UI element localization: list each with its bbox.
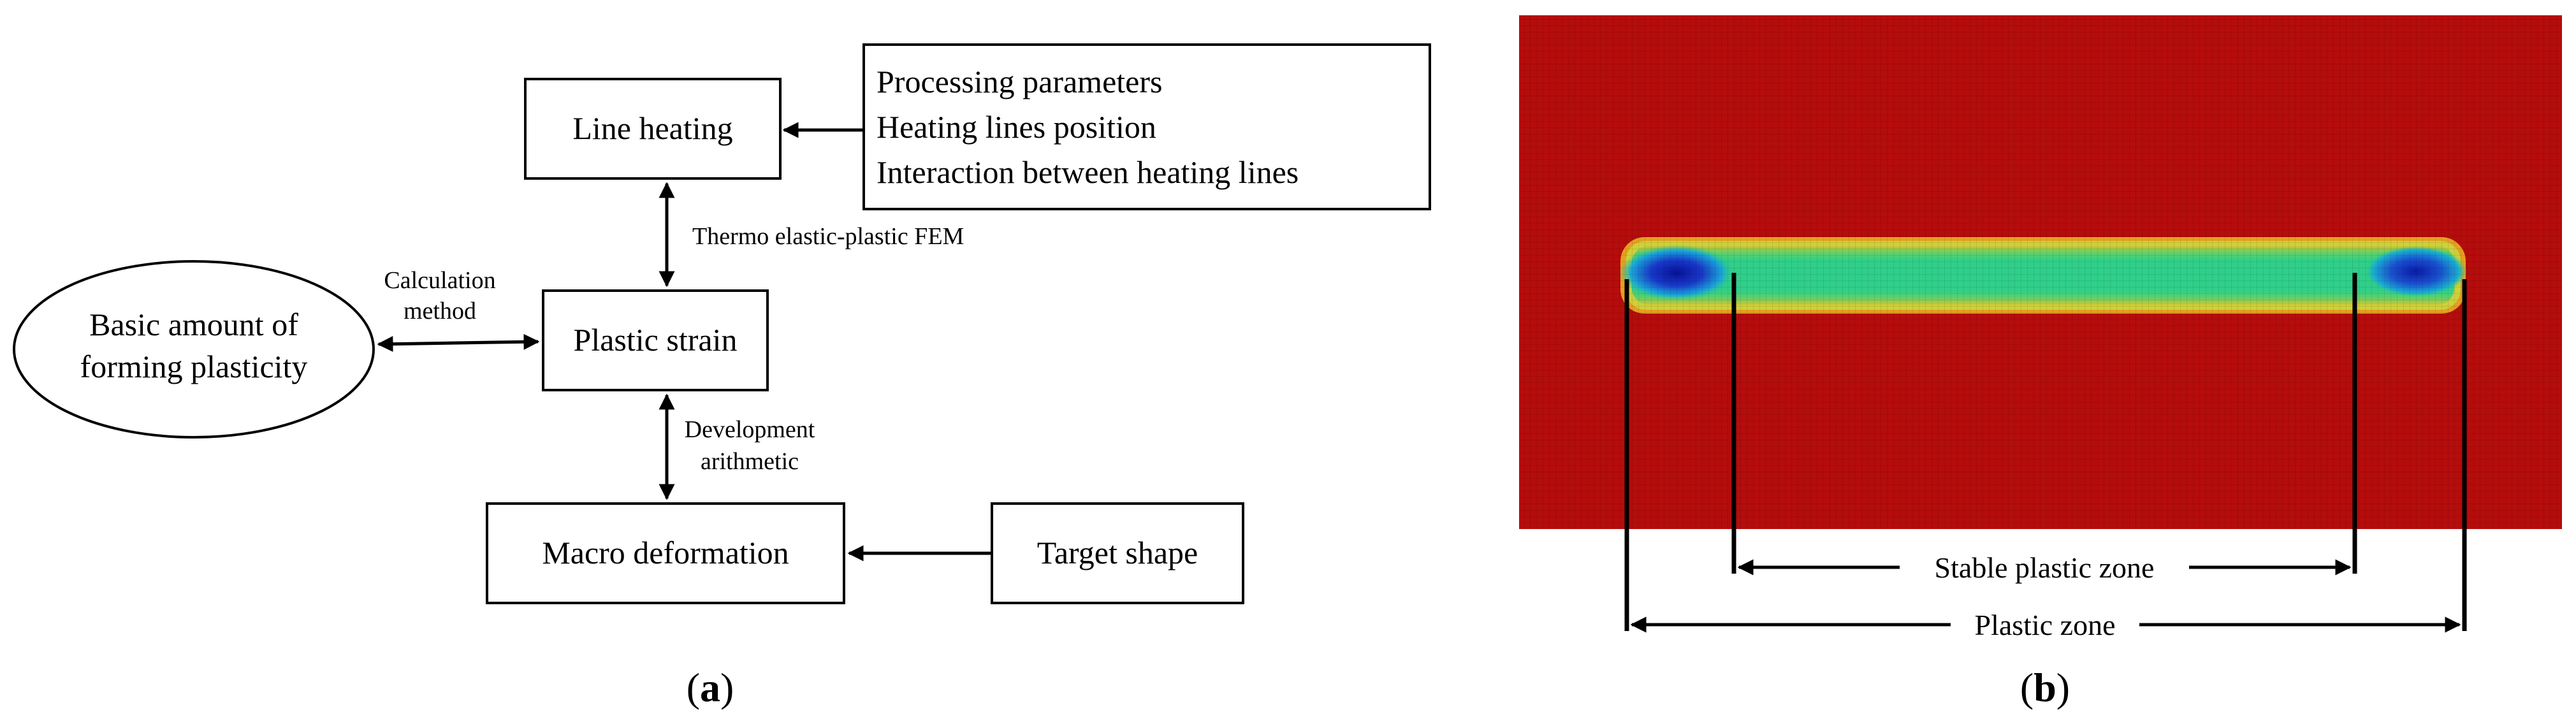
development-label-line-1: Development [685,416,815,443]
basic-amount-node: Basic amount of forming plasticity [13,260,375,439]
plastic-strain-label: Plastic strain [574,322,738,358]
processing-parameters-line-1: Processing parameters [877,64,1162,99]
macro-deformation-node: Macro deformation [486,502,845,604]
panel-a-label: (a) [687,665,734,710]
macro-deformation-label: Macro deformation [542,535,789,570]
plastic-strain-node: Plastic strain [542,289,769,391]
calculation-label-line-1: Calculation [384,267,495,294]
development-label-line-2: arithmetic [701,448,799,475]
target-shape-label: Target shape [1037,535,1198,570]
line-heating-label: Line heating [572,110,732,146]
thermo-fem-label: Thermo elastic-plastic FEM [692,223,964,250]
panel-b-fem-plot: Stable plastic zone Plastic zone (b) [1519,15,2562,710]
basic-amount-line-2: forming plasticity [80,349,308,384]
processing-parameters-line-3: Interaction between heating lines [877,154,1299,190]
basic-amount-line-1: Basic amount of [89,307,298,342]
processing-parameters-line-2: Heating lines position [877,109,1156,145]
plastic-strain-strip [1619,237,2467,314]
line-heating-node: Line heating [524,78,782,180]
calculation-label-line-2: method [404,298,476,324]
processing-parameters-node: Processing parameters Heating lines posi… [862,43,1431,210]
stable-plastic-zone-label: Stable plastic zone [1935,551,2155,584]
arrow-basic-amount-plastic-strain [377,333,540,352]
panel-a-diagram: Line heating Processing parameters Heati… [13,43,1431,710]
panel-b-label: (b) [2020,665,2070,710]
plastic-zone-label: Plastic zone [1975,609,2116,641]
target-shape-node: Target shape [991,502,1244,604]
